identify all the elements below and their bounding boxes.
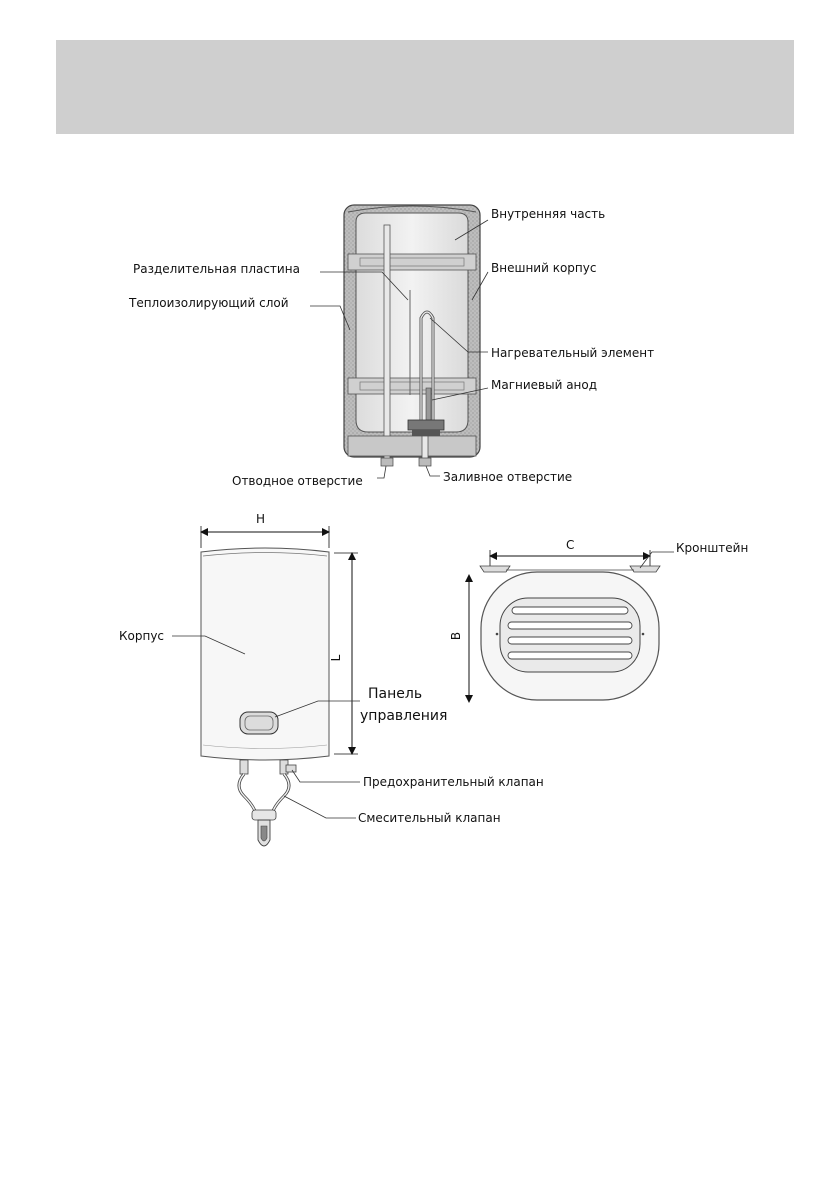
label-outer-casing: Внешний корпус	[491, 261, 596, 275]
dim-depth-b: B	[449, 632, 463, 640]
label-bracket: Кронштейн	[676, 541, 748, 555]
label-outlet-hole: Отводное отверстие	[232, 474, 363, 488]
label-inner-part: Внутренняя часть	[491, 207, 605, 221]
front-view-leaders	[172, 635, 360, 819]
label-inlet-hole: Заливное отверстие	[443, 470, 572, 484]
label-divider-plate: Разделительная пластина	[133, 262, 300, 276]
label-safety-valve: Предохранительный клапан	[363, 775, 544, 789]
cutaway-heater	[343, 204, 481, 467]
label-heating-element: Нагревательный элемент	[491, 346, 654, 360]
dim-width-c: C	[566, 538, 574, 552]
label-mixing-valve: Смесительный клапан	[358, 811, 501, 825]
cutaway-leaders	[310, 219, 489, 479]
label-control-panel-line1: Панель	[368, 686, 422, 702]
label-magnesium-anode: Магниевый анод	[491, 378, 597, 392]
top-view-heater	[465, 550, 661, 703]
top-view-leaders	[639, 551, 674, 569]
label-body: Корпус	[119, 629, 164, 643]
label-insulation-layer: Теплоизолирующий слой	[128, 296, 289, 310]
dim-width-h: H	[256, 512, 265, 526]
label-control-panel-line2: управления	[360, 708, 447, 724]
front-view-heater	[200, 526, 358, 847]
header-band	[56, 40, 794, 134]
dim-height-l: L	[329, 654, 343, 661]
